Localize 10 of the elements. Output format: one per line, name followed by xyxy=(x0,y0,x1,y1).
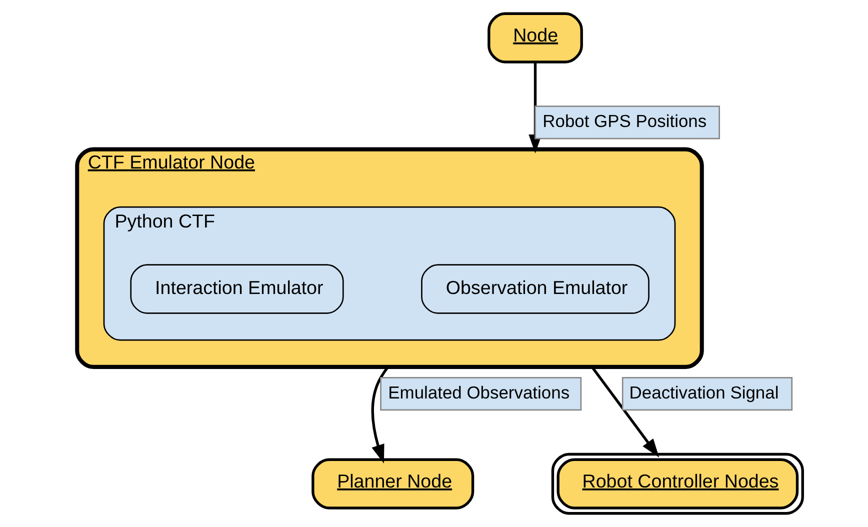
edge-label: Deactivation Signal xyxy=(628,382,778,402)
node-box: Robot Controller Nodes xyxy=(550,452,804,515)
node-box: Interaction Emulator xyxy=(130,264,344,314)
arrow xyxy=(370,366,389,464)
node-box: Node xyxy=(487,12,582,64)
edge-label: Emulated Observations xyxy=(388,382,570,402)
node-box: Observation Emulator xyxy=(420,264,649,314)
edge-label: Robot GPS Positions xyxy=(542,111,706,131)
arrow xyxy=(590,366,659,458)
node-box: Planner Node xyxy=(311,458,474,510)
